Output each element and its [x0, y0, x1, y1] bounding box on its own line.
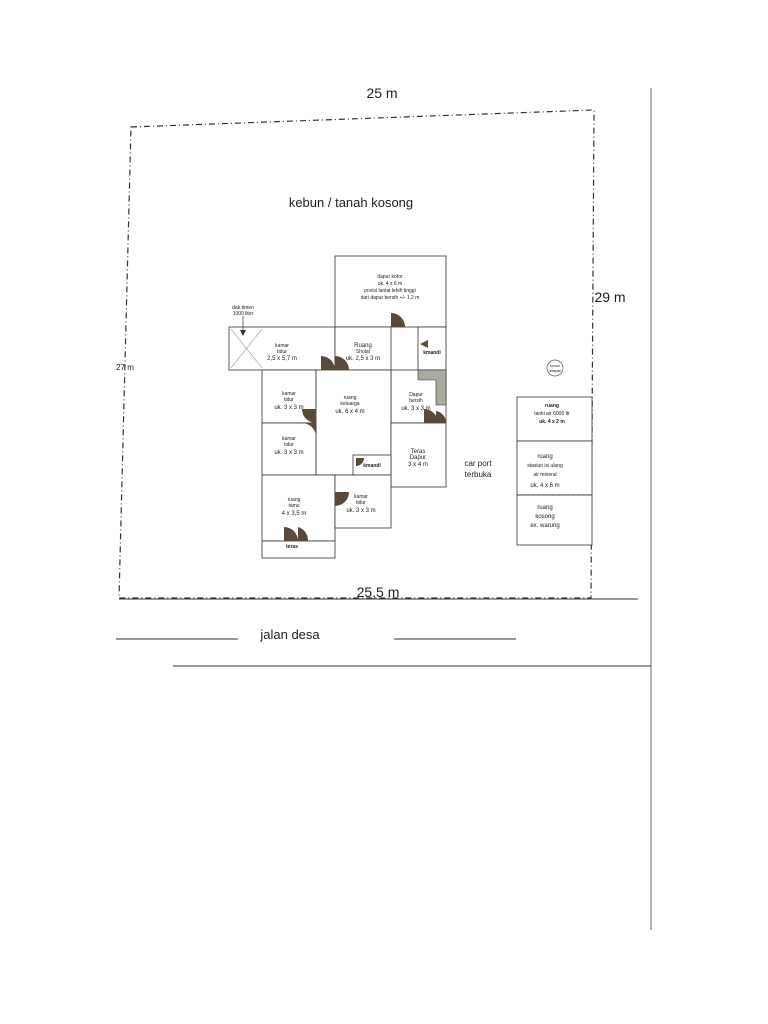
label-sholat-2: Sholat: [356, 349, 371, 355]
room-kamar-tidur-2: [261, 422, 317, 476]
label-kamar-3-3: uk. 3 x 3 m: [346, 508, 375, 514]
label-tank-room-3: uk. 4 x 2 m: [539, 419, 565, 425]
road-label: jalan desa: [259, 627, 320, 642]
carport-label-1: car port: [464, 459, 492, 468]
door-dapur-bersih: [424, 409, 438, 423]
carport-label-2: terbuka: [465, 470, 492, 479]
label-dapur-kotor-3: posisi lantai lebih tinggi: [364, 288, 415, 294]
label-teras-dapur-3: 3 x 4 m: [408, 462, 428, 468]
label-tank-2: 1000 liter: [233, 311, 254, 317]
garden-label: kebun / tanah kosong: [289, 195, 413, 210]
septic-label-2: resapan: [549, 369, 562, 373]
label-dapur-bersih-2: bersih: [409, 398, 423, 404]
dimension-bottom: 25,5 m: [357, 584, 400, 600]
door-kamar-3: [335, 492, 349, 506]
label-keluarga-1: ruang: [344, 395, 357, 401]
door-kamar-2: [302, 423, 316, 437]
label-empty-1: ruang: [537, 505, 552, 511]
label-kamar-atas-2: tidur: [277, 349, 287, 355]
room-dapur-kotor: [334, 255, 447, 328]
label-kmandi-2: kmandi: [363, 463, 381, 469]
label-refill-3: air mineral: [533, 472, 556, 478]
door-dapur-bersih-2: [436, 411, 447, 423]
label-tank-room-1: ruang: [545, 403, 559, 409]
stair-step: [417, 369, 447, 406]
label-teras: teras: [286, 544, 298, 550]
label-sholat-3: uk. 2,5 x 3 m: [346, 356, 380, 362]
room-empty: [516, 494, 593, 546]
room-teras-dapur: [390, 422, 447, 488]
label-refill-4: uk. 4 x 6 m: [530, 483, 559, 489]
door-ruang-sholat-2: [335, 356, 349, 370]
label-kamar-atas-1: kamar: [275, 343, 289, 349]
label-teras-dapur-1: Teras: [411, 449, 426, 455]
septic-label-1: sumur: [550, 364, 561, 368]
door-kamar-mandi-2: [356, 458, 364, 466]
door-kamar-mandi-1: [420, 340, 428, 348]
label-kmandi-1: kmandi: [423, 350, 441, 356]
door-dapur-kotor: [391, 313, 405, 327]
label-teras-dapur-2: Dapur: [410, 455, 426, 461]
label-tank-room-2: tanki air 6000 ltr: [534, 411, 570, 417]
door-ruang-tamu-2: [298, 527, 309, 541]
door-ruang-tamu-1: [284, 527, 298, 541]
label-kamar-2-2: tidur: [284, 442, 294, 448]
dimension-right: 29 m: [594, 289, 625, 305]
dimension-top: 25 m: [366, 85, 397, 101]
label-dapur-bersih-1: Dapur: [409, 392, 423, 398]
door-kamar-1: [302, 409, 316, 423]
label-keluarga-2: keluarga: [340, 401, 359, 407]
plot-boundary: [118, 109, 595, 599]
label-tamu-3: 4 x 3,5 m: [282, 511, 307, 517]
label-kamar-1-3: uk. 3 x 3 m: [274, 405, 303, 411]
door-ruang-sholat: [321, 356, 335, 370]
label-sholat-1: Ruang: [354, 343, 372, 349]
label-dapur-bersih-3: uk. 3 x 3 m: [401, 406, 430, 412]
label-kamar-1-1: kamar: [282, 391, 296, 397]
label-kamar-3-2: tidur: [356, 500, 366, 506]
side-building: [516, 396, 593, 546]
label-kamar-2-1: kamar: [282, 436, 296, 442]
room-kamar-mandi-1: [417, 326, 447, 371]
doors: [284, 313, 447, 541]
label-tank-1: dak timen: [232, 305, 254, 311]
label-refill-1: ruang: [537, 454, 552, 460]
label-refill-2: stasiun isi ulang: [527, 463, 563, 469]
tank-arrow-head: [240, 330, 246, 336]
septic-circle: [546, 359, 564, 377]
dimension-left: 27 m: [116, 363, 134, 372]
label-dapur-kotor-4: dari dapur bersih +/- 1,2 m: [361, 295, 420, 301]
tank-cross-line-2: [230, 328, 263, 369]
room-teras: [261, 540, 336, 559]
label-keluarga-3: uk. 6 x 4 m: [335, 409, 364, 415]
label-kamar-3-1: kamar: [354, 494, 368, 500]
label-empty-2: kosong: [535, 514, 554, 520]
label-tamu-1: ruang: [288, 497, 301, 503]
label-tamu-2: tamu: [288, 503, 299, 509]
label-kamar-2-3: uk. 3 x 3 m: [274, 450, 303, 456]
label-dapur-kotor-1: dapur kotor: [377, 274, 403, 280]
label-kamar-1-2: tidur: [284, 397, 294, 403]
label-empty-3: ex. warung: [530, 523, 559, 529]
label-kamar-atas-3: 2,5 x 5,7 m: [267, 356, 297, 362]
label-dapur-kotor-2: uk. 4 x 6 m: [378, 281, 402, 287]
